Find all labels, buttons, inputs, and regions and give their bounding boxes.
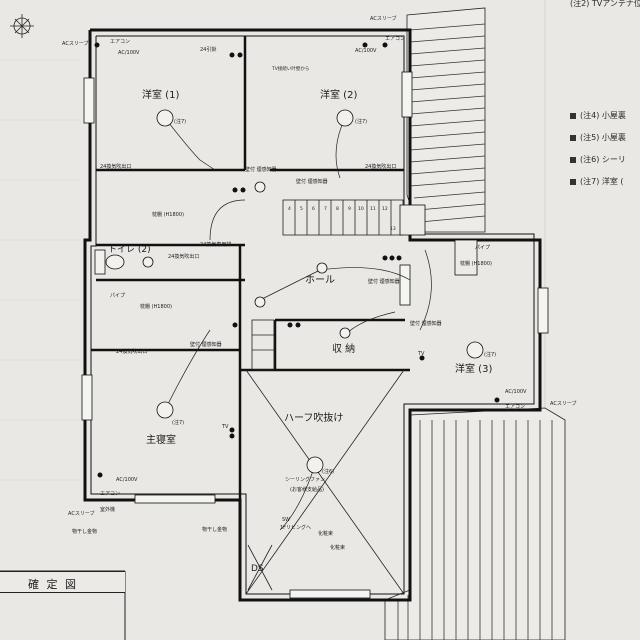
stair-step-9: 9: [348, 207, 351, 212]
stair-step-5: 5: [300, 207, 303, 212]
room-label-storage: 収 納: [332, 344, 356, 355]
vent-label-right: 24換気吹出口: [365, 164, 397, 170]
smoke-label-master: 壁付 煙感知器: [190, 342, 222, 348]
drying-label-right: 物干し金物: [202, 527, 228, 533]
shelf-label-right: 枕棚 (H1800): [460, 261, 492, 267]
pipe-label-right: パイプ: [475, 245, 491, 251]
roof-hatching-top: [406, 7, 486, 233]
ac100-label-w3: AC/100V: [505, 389, 527, 395]
tv-label-storage: TV: [418, 351, 425, 357]
ac-sleeve-label-w3: ACスリーブ: [550, 401, 577, 407]
compass-icon: [10, 14, 34, 38]
note7-label-w3: (注7): [484, 352, 497, 358]
vent-label-master: 24換気吹出口: [116, 349, 148, 355]
stair-step-10: 10: [358, 207, 364, 212]
cosmetic-post-label-1: 化粧束: [318, 531, 334, 537]
room-label-void: ハーフ吹抜け: [284, 413, 344, 424]
cosmetic-post-label-2: 化粧束: [330, 545, 346, 551]
shelf-label-lower: 枕棚 (H1800): [140, 304, 172, 310]
ds-label: DS: [251, 564, 264, 574]
note7-label-master: (注7): [172, 420, 185, 426]
stair-step-4: 4: [288, 207, 291, 212]
stair-to-living-label: 1Fリビングへ: [280, 525, 312, 531]
ac-sleeve-label-top-left: ACスリーブ: [62, 41, 89, 47]
note7-label-w2: (注7): [355, 119, 368, 125]
hook-label: 24引掛: [200, 47, 217, 53]
sw-label: SW: [282, 517, 291, 523]
shelf-label-upper: 枕棚 (H1800): [152, 212, 184, 218]
ac-sleeve-label-top-right: ACスリーブ: [370, 16, 397, 22]
ceiling-lights: [142, 109, 484, 474]
room-label-master: 主寝室: [146, 435, 176, 446]
tv-label-master: TV: [222, 424, 229, 430]
ac100-label-top-right: AC/100V: [355, 48, 377, 54]
windows: [81, 71, 549, 599]
outdoor-unit-label: 室外機: [100, 507, 116, 513]
ac-sleeve-label-master: ACスリーブ: [68, 511, 95, 517]
drying-label-left: 物干し金物: [72, 529, 98, 535]
wiring-lines: [164, 117, 432, 531]
vent-label-toilet: 24換気吹出口: [168, 254, 200, 260]
fan-note-label: (お客様支給品): [290, 487, 324, 493]
stair-step-12: 12: [382, 207, 388, 212]
toilet-icon: [94, 249, 125, 275]
roof-hatching-bottom: [384, 407, 566, 640]
stair-step-13: 13: [390, 227, 396, 232]
vent-label-left: 24換気吹出口: [100, 164, 132, 170]
room-label-western1: 洋室 (1): [142, 90, 180, 101]
note-4: (注4) 小屋裏: [570, 112, 626, 120]
note-top-right: (注2) TVアンテナ位: [570, 0, 640, 8]
drawing-title: 確 定 図: [28, 578, 78, 591]
note-5: (注5) 小屋裏: [570, 134, 626, 142]
stair-step-11: 11: [370, 207, 376, 212]
tv-pipe-label: TV接続い叶壁から: [272, 67, 310, 72]
drawing-title-box: 確 定 図: [0, 571, 125, 593]
stair-step-8: 8: [336, 207, 339, 212]
smoke-label-mid: 壁付 煙感知器: [296, 179, 328, 185]
aircon-label-top-right: エアコン: [385, 36, 406, 42]
smoke-label-top: 壁付 煙感知器: [245, 167, 277, 173]
note-6: (注6) シーリ: [570, 156, 626, 164]
smoke-label-hall: 壁付 煙感知器: [368, 279, 400, 285]
room-label-hall: ホール: [305, 275, 335, 286]
outlets: [94, 42, 500, 478]
exterior-walls: [83, 28, 542, 602]
note7-label-w1: (注7): [174, 119, 187, 125]
void-cross: [245, 369, 405, 595]
room-label-toilet: トイレ (2): [108, 245, 151, 255]
aircon-label-master: エアコン: [100, 491, 121, 497]
fan-label: シーリングファン: [285, 477, 326, 483]
ac100-label-top-left: AC/100V: [118, 50, 140, 56]
ac100-label-master: AC/100V: [116, 477, 138, 483]
note6-label: (注6): [322, 469, 335, 475]
note-7: (注7) 洋室 (: [570, 178, 624, 186]
interior-walls: [91, 36, 410, 600]
room-label-western3: 洋室 (3): [455, 364, 493, 375]
stair-step-6: 6: [312, 207, 315, 212]
stair-step-7: 7: [324, 207, 327, 212]
room-label-western2: 洋室 (2): [320, 90, 358, 101]
smoke-label-storage: 壁付 煙感知器: [410, 321, 442, 327]
vent-exhaust-label: 24換気専用排: [200, 242, 232, 248]
aircon-label-top-left: エアコン: [110, 39, 131, 45]
aircon-label-w3: エアコン: [505, 404, 526, 410]
pipe-label-left: パイプ: [110, 293, 126, 299]
